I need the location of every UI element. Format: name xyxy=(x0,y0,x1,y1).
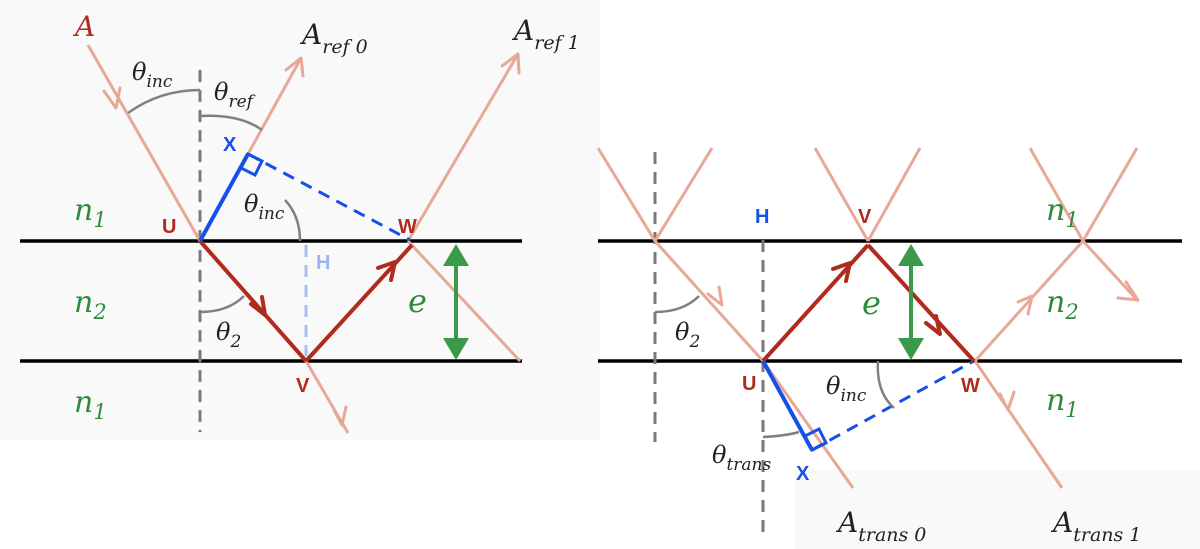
left-medium-top-label: n1 xyxy=(74,193,107,232)
left-theta-inc-top-label: θinc xyxy=(132,58,173,92)
right-thickness-label: e xyxy=(862,284,881,322)
right-point-w-label: W xyxy=(961,375,980,397)
right-thickness-arrow-bottom xyxy=(898,338,924,360)
transmitted-ray-1-arrow xyxy=(998,390,1016,412)
reflected-amplitude-1-label: Aref 1 xyxy=(511,14,580,54)
reflected-ray-0-arrow xyxy=(284,56,305,78)
right-film-ray-to-u-arrow xyxy=(706,285,724,307)
left-panel-background xyxy=(0,0,600,440)
right-panel: Atrans 0 Atrans 1 θ2 θinc θtrans n1 n2 n… xyxy=(596,147,1182,546)
transmitted-ray-0 xyxy=(761,360,855,489)
incident-ray-arrow xyxy=(102,86,122,110)
right-film-ray-from-w xyxy=(973,239,1085,363)
right-upper-right-ray-a xyxy=(1028,147,1085,242)
right-medium-bot-label: n1 xyxy=(1046,383,1079,422)
right-point-u-label: U xyxy=(742,373,756,395)
incident-ray xyxy=(86,44,202,242)
right-theta-trans-arc xyxy=(762,430,800,439)
right-point-h-label: H xyxy=(755,206,769,228)
transmitted-amplitude-0-label: Atrans 0 xyxy=(835,506,926,546)
right-inner-arrow-uv xyxy=(831,261,852,283)
left-w-transmitted-ray xyxy=(406,239,522,363)
left-transmitted-ray-arrow xyxy=(332,405,348,427)
left-thickness-arrow-top xyxy=(443,244,469,266)
left-theta-inc-mid-label: θinc xyxy=(244,190,285,224)
right-theta-inc-label: θinc xyxy=(826,372,867,406)
left-thickness-arrow-bottom xyxy=(443,338,469,360)
left-point-h-label: H xyxy=(316,252,330,274)
right-point-v-label: V xyxy=(858,206,872,228)
reflected-ray-1 xyxy=(406,53,520,242)
left-medium-mid-label: n2 xyxy=(74,285,107,324)
right-inner-path-vw xyxy=(866,243,976,363)
left-thickness-label: e xyxy=(408,282,427,320)
left-theta-inc-mid-arc xyxy=(284,199,302,242)
right-point-x-label: X xyxy=(796,463,810,485)
left-right-angle-marker xyxy=(238,151,265,178)
left-theta-2-arc xyxy=(199,295,245,314)
right-thickness-arrow-top xyxy=(898,244,924,266)
right-theta-trans-label: θtrans xyxy=(712,441,771,475)
left-theta-ref-arc xyxy=(199,114,263,132)
right-upper-left-ray-b xyxy=(653,147,714,242)
right-film-ray-right-arrow xyxy=(1116,280,1140,302)
reflected-ray-1-arrow xyxy=(500,52,521,75)
left-point-w-label: W xyxy=(398,216,417,238)
reflected-amplitude-0-label: Aref 0 xyxy=(299,18,368,58)
right-upper-mid-ray-b xyxy=(866,147,922,242)
left-theta-2-label: θ2 xyxy=(216,318,241,352)
right-medium-top-label: n1 xyxy=(1046,193,1079,232)
right-inner-arrow-vw xyxy=(924,314,942,336)
left-inner-path-uv xyxy=(198,239,308,363)
left-point-u-label: U xyxy=(162,216,176,238)
right-upper-left-ray-a xyxy=(596,147,657,242)
right-panel-background xyxy=(795,470,1200,549)
right-theta-2-label: θ2 xyxy=(675,318,700,352)
right-upper-right-ray-b xyxy=(1081,147,1139,242)
left-xw-dashed xyxy=(247,152,411,242)
left-panel: A Aref 0 Aref 1 θinc θref θinc θ2 n1 n2 … xyxy=(20,10,580,434)
right-right-angle-marker xyxy=(802,426,829,453)
transmitted-ray-1 xyxy=(973,360,1064,489)
left-theta-ref-label: θref xyxy=(214,78,256,112)
left-medium-bot-label: n1 xyxy=(74,385,107,424)
left-point-x-label: X xyxy=(223,134,237,156)
left-point-v-label: V xyxy=(296,375,310,397)
right-medium-mid-label: n2 xyxy=(1046,285,1079,324)
right-theta-inc-arc xyxy=(876,360,895,409)
transmitted-amplitude-1-label: Atrans 1 xyxy=(1050,506,1141,546)
right-theta-2-arc xyxy=(654,295,700,314)
right-film-ray-from-w-arrow xyxy=(1016,294,1034,316)
left-theta-inc-arc xyxy=(127,88,201,115)
left-inner-arrow-vw xyxy=(376,260,397,282)
right-film-ray-right xyxy=(1081,239,1140,303)
left-inner-arrow-uv xyxy=(249,295,267,317)
right-upper-mid-ray-a xyxy=(813,147,870,242)
incident-amplitude-label: A xyxy=(72,10,95,43)
right-inner-path-uv xyxy=(761,243,870,363)
right-film-ray-to-u xyxy=(653,239,765,363)
